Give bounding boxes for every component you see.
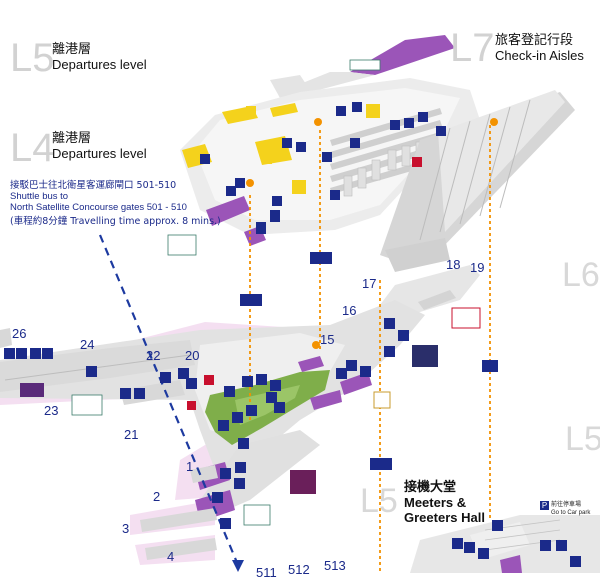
gate-18[interactable]: 18 bbox=[446, 257, 461, 272]
level-mark-l7: L7 bbox=[450, 26, 495, 70]
meeters-en2: Greeters Hall bbox=[404, 510, 485, 525]
gate-22[interactable]: 22 bbox=[146, 348, 161, 363]
level-l7-cn: 旅客登記行段 bbox=[495, 33, 574, 48]
gate-512[interactable]: 512 bbox=[288, 562, 310, 577]
parking-icon: P bbox=[540, 501, 549, 510]
gate-3[interactable]: 3 bbox=[122, 521, 130, 536]
cathay-boxes bbox=[71, 59, 381, 526]
gate-26[interactable]: 26 bbox=[12, 326, 27, 341]
level-title-l7: 旅客登記行段 Check-in Aisles bbox=[495, 33, 584, 63]
red-info-icons bbox=[187, 157, 422, 410]
shuttle-line-time: (車程約8分鐘 Travelling time approx. 8 mins.) bbox=[10, 216, 221, 227]
gate-2[interactable]: 2 bbox=[153, 489, 161, 504]
level-l5-en: Departures level bbox=[52, 57, 147, 72]
level-mark-l5-meeters: L5 bbox=[360, 482, 398, 520]
gate-1[interactable]: 1 bbox=[186, 459, 194, 474]
level-l4-cn: 離港層 bbox=[52, 131, 92, 146]
l6-walkway bbox=[380, 265, 480, 315]
gate-20[interactable]: 20 bbox=[185, 348, 200, 363]
gate-24[interactable]: 24 bbox=[80, 337, 95, 352]
yellow-plane-icons bbox=[246, 104, 380, 194]
level-title-l5: 離港層 Departures level bbox=[52, 42, 147, 72]
meeters-greeters-label: 接機大堂 Meeters & Greeters Hall bbox=[404, 480, 485, 525]
gate-16[interactable]: 16 bbox=[342, 303, 357, 318]
gate-21[interactable]: 21 bbox=[124, 427, 139, 442]
level-l5-cn: 離港層 bbox=[52, 42, 92, 57]
gate-15[interactable]: 15 bbox=[320, 332, 335, 347]
check-in-structure bbox=[380, 90, 575, 272]
meeters-cn: 接機大堂 bbox=[404, 480, 457, 495]
level-mark-l5: L5 bbox=[10, 36, 55, 80]
gate-19[interactable]: 19 bbox=[470, 260, 485, 275]
car-park-cn: 前往停車場 bbox=[551, 501, 582, 508]
orange-person-icons bbox=[246, 118, 498, 349]
gate-4[interactable]: 4 bbox=[167, 549, 175, 564]
meeters-en1: Meeters & bbox=[404, 495, 467, 510]
level-mark-l6: L6 bbox=[562, 256, 600, 294]
lounge-logos bbox=[20, 307, 481, 494]
shuttle-info: 接駁巴士往北衛星客運廊閘口 501-510 Shuttle bus to Nor… bbox=[10, 180, 221, 227]
level-l7-en: Check-in Aisles bbox=[495, 48, 584, 63]
gate-23[interactable]: 23 bbox=[44, 403, 59, 418]
shuttle-line-en2: North Satellite Concourse gates 501 - 51… bbox=[10, 202, 187, 213]
car-park-en: Go to Car park bbox=[551, 510, 591, 516]
shuttle-route bbox=[98, 234, 244, 572]
level-mark-l4: L4 bbox=[10, 126, 55, 170]
level-l4-en: Departures level bbox=[52, 146, 147, 161]
level-title-l4: 離港層 Departures level bbox=[52, 131, 147, 161]
gate-17[interactable]: 17 bbox=[362, 276, 377, 291]
level-mark-l5-right: L5 bbox=[565, 420, 600, 458]
shuttle-line-en1: Shuttle bus to bbox=[10, 191, 69, 202]
route-icons bbox=[240, 210, 498, 470]
facility-icons-upper bbox=[200, 102, 446, 206]
gate-513[interactable]: 513 bbox=[324, 558, 346, 573]
shuttle-line-cn: 接駁巴士往北衛星客運廊閘口 501-510 bbox=[10, 180, 177, 191]
